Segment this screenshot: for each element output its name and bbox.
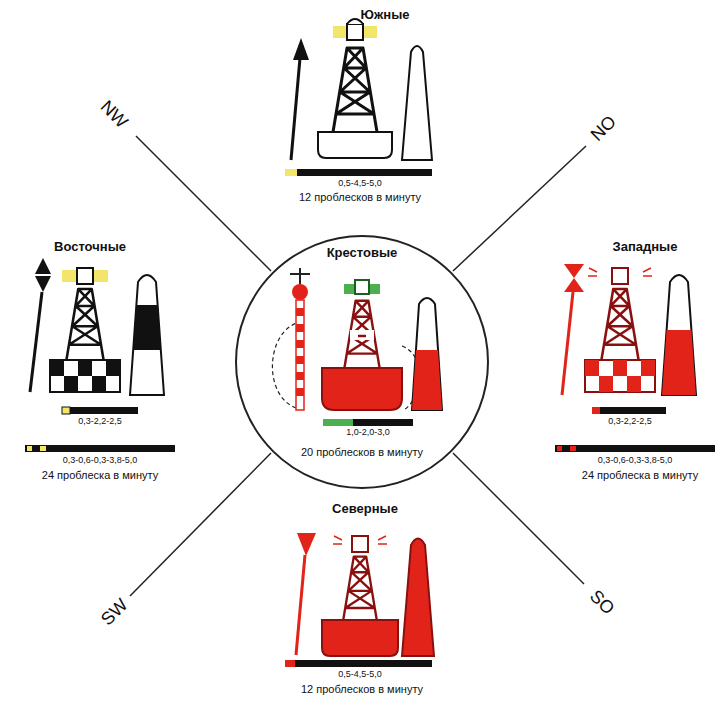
west-buoys [555,264,715,452]
timing-numbers: 0,3-2,2-2,5 [608,416,652,426]
north-buoys [285,533,434,667]
timing-numbers: 0,5-4,5-5,0 [338,178,382,188]
timing-numbers: 1,0-2,0-3,0 [346,427,390,437]
direction-lines [130,136,586,596]
timing-numbers: 0,3-0,6-0,3-3,8-5,0 [598,455,673,465]
group-heading: Крестовые [327,246,398,261]
flash-rate: 24 проблеска в минуту [582,469,698,482]
east-buoys [25,258,175,452]
group-heading: Северные [332,502,398,517]
group-heading: Западные [613,240,678,255]
group-heading: Южные [361,8,410,23]
direction-label: SW [96,594,131,629]
timing-numbers: 0,5-4,5-5,0 [338,669,382,679]
south-buoys [285,19,432,176]
flash-rate: 24 проблеска в минуту [42,469,158,482]
cross-circle: Крестовые 1,0-2,0-3,0 20 проблесков в мину… [234,234,490,490]
cross-buoys [272,268,442,426]
direction-label: SO [585,585,618,618]
timing-numbers: 0,3-2,2-2,5 [78,416,122,426]
direction-label: NO [586,111,620,145]
flash-rate: 12 проблесков в минуту [299,191,421,204]
flash-rate: 12 проблесков в минуту [301,683,423,696]
group-heading: Восточные [54,240,126,255]
timing-numbers: 0,3-0,6-0,3-3,8-5,0 [63,455,138,465]
direction-label: NW [96,96,132,132]
flash-rate: 20 проблесков в минуту [301,446,423,459]
